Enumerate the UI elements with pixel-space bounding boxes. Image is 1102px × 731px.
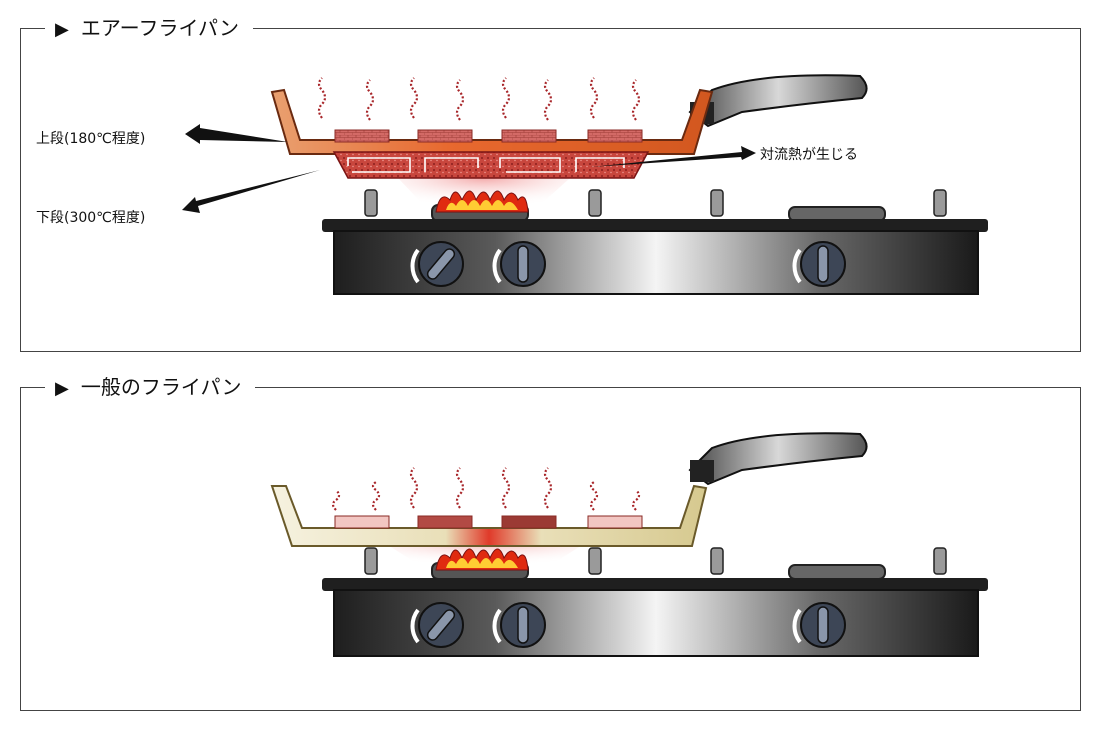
- steam-air: [317, 77, 641, 121]
- air-fryingpan: [270, 74, 868, 179]
- air-fryingpan-panel: ▶ エアーフライパン: [20, 13, 1081, 352]
- steam-normal: [331, 467, 641, 511]
- normal-fryingpan-panel: ▶ 一般のフライパン: [20, 372, 1081, 711]
- knob-1[interactable]: [410, 241, 464, 287]
- knob-6[interactable]: [792, 602, 846, 648]
- stove-top-plate: [322, 219, 988, 232]
- flame-normal: [435, 548, 529, 571]
- stove-normal: [322, 547, 988, 657]
- pan-handle-air: [688, 74, 868, 128]
- play-arrow-icon: ▶: [55, 19, 69, 40]
- knob-4[interactable]: [410, 602, 464, 648]
- convection-arrows: [347, 157, 625, 173]
- burner-right: [788, 206, 886, 222]
- normal-pan-body: [270, 484, 708, 547]
- play-arrow-icon: ▶: [55, 378, 69, 399]
- knob-2[interactable]: [492, 241, 546, 287]
- lower-temp-label: 下段(300℃程度): [36, 210, 146, 226]
- upper-temp-label: 上段(180℃程度): [36, 131, 146, 147]
- knob-5[interactable]: [492, 602, 546, 648]
- normal-fryingpan-title-text: 一般のフライパン: [80, 375, 242, 399]
- burner-pins-normal: [364, 547, 947, 575]
- flame-air: [435, 190, 529, 213]
- food-normal: [334, 515, 643, 529]
- pan-handle-normal: [688, 432, 868, 486]
- convection-label: 対流熱が生じる: [760, 147, 858, 163]
- normal-fryingpan-title: ▶ 一般のフライパン: [45, 372, 256, 404]
- knob-3[interactable]: [792, 241, 846, 287]
- lower-chamber-air: [332, 151, 650, 179]
- normal-fryingpan: [270, 432, 868, 547]
- label-arrows-air: [182, 124, 756, 213]
- stove-air: [322, 189, 988, 295]
- air-fryingpan-title: ▶ エアーフライパン: [45, 13, 254, 45]
- food-air: [334, 129, 643, 143]
- burner-pins: [364, 189, 947, 217]
- upper-pan-air: [270, 88, 714, 155]
- air-fryingpan-title-text: エアーフライパン: [80, 16, 240, 40]
